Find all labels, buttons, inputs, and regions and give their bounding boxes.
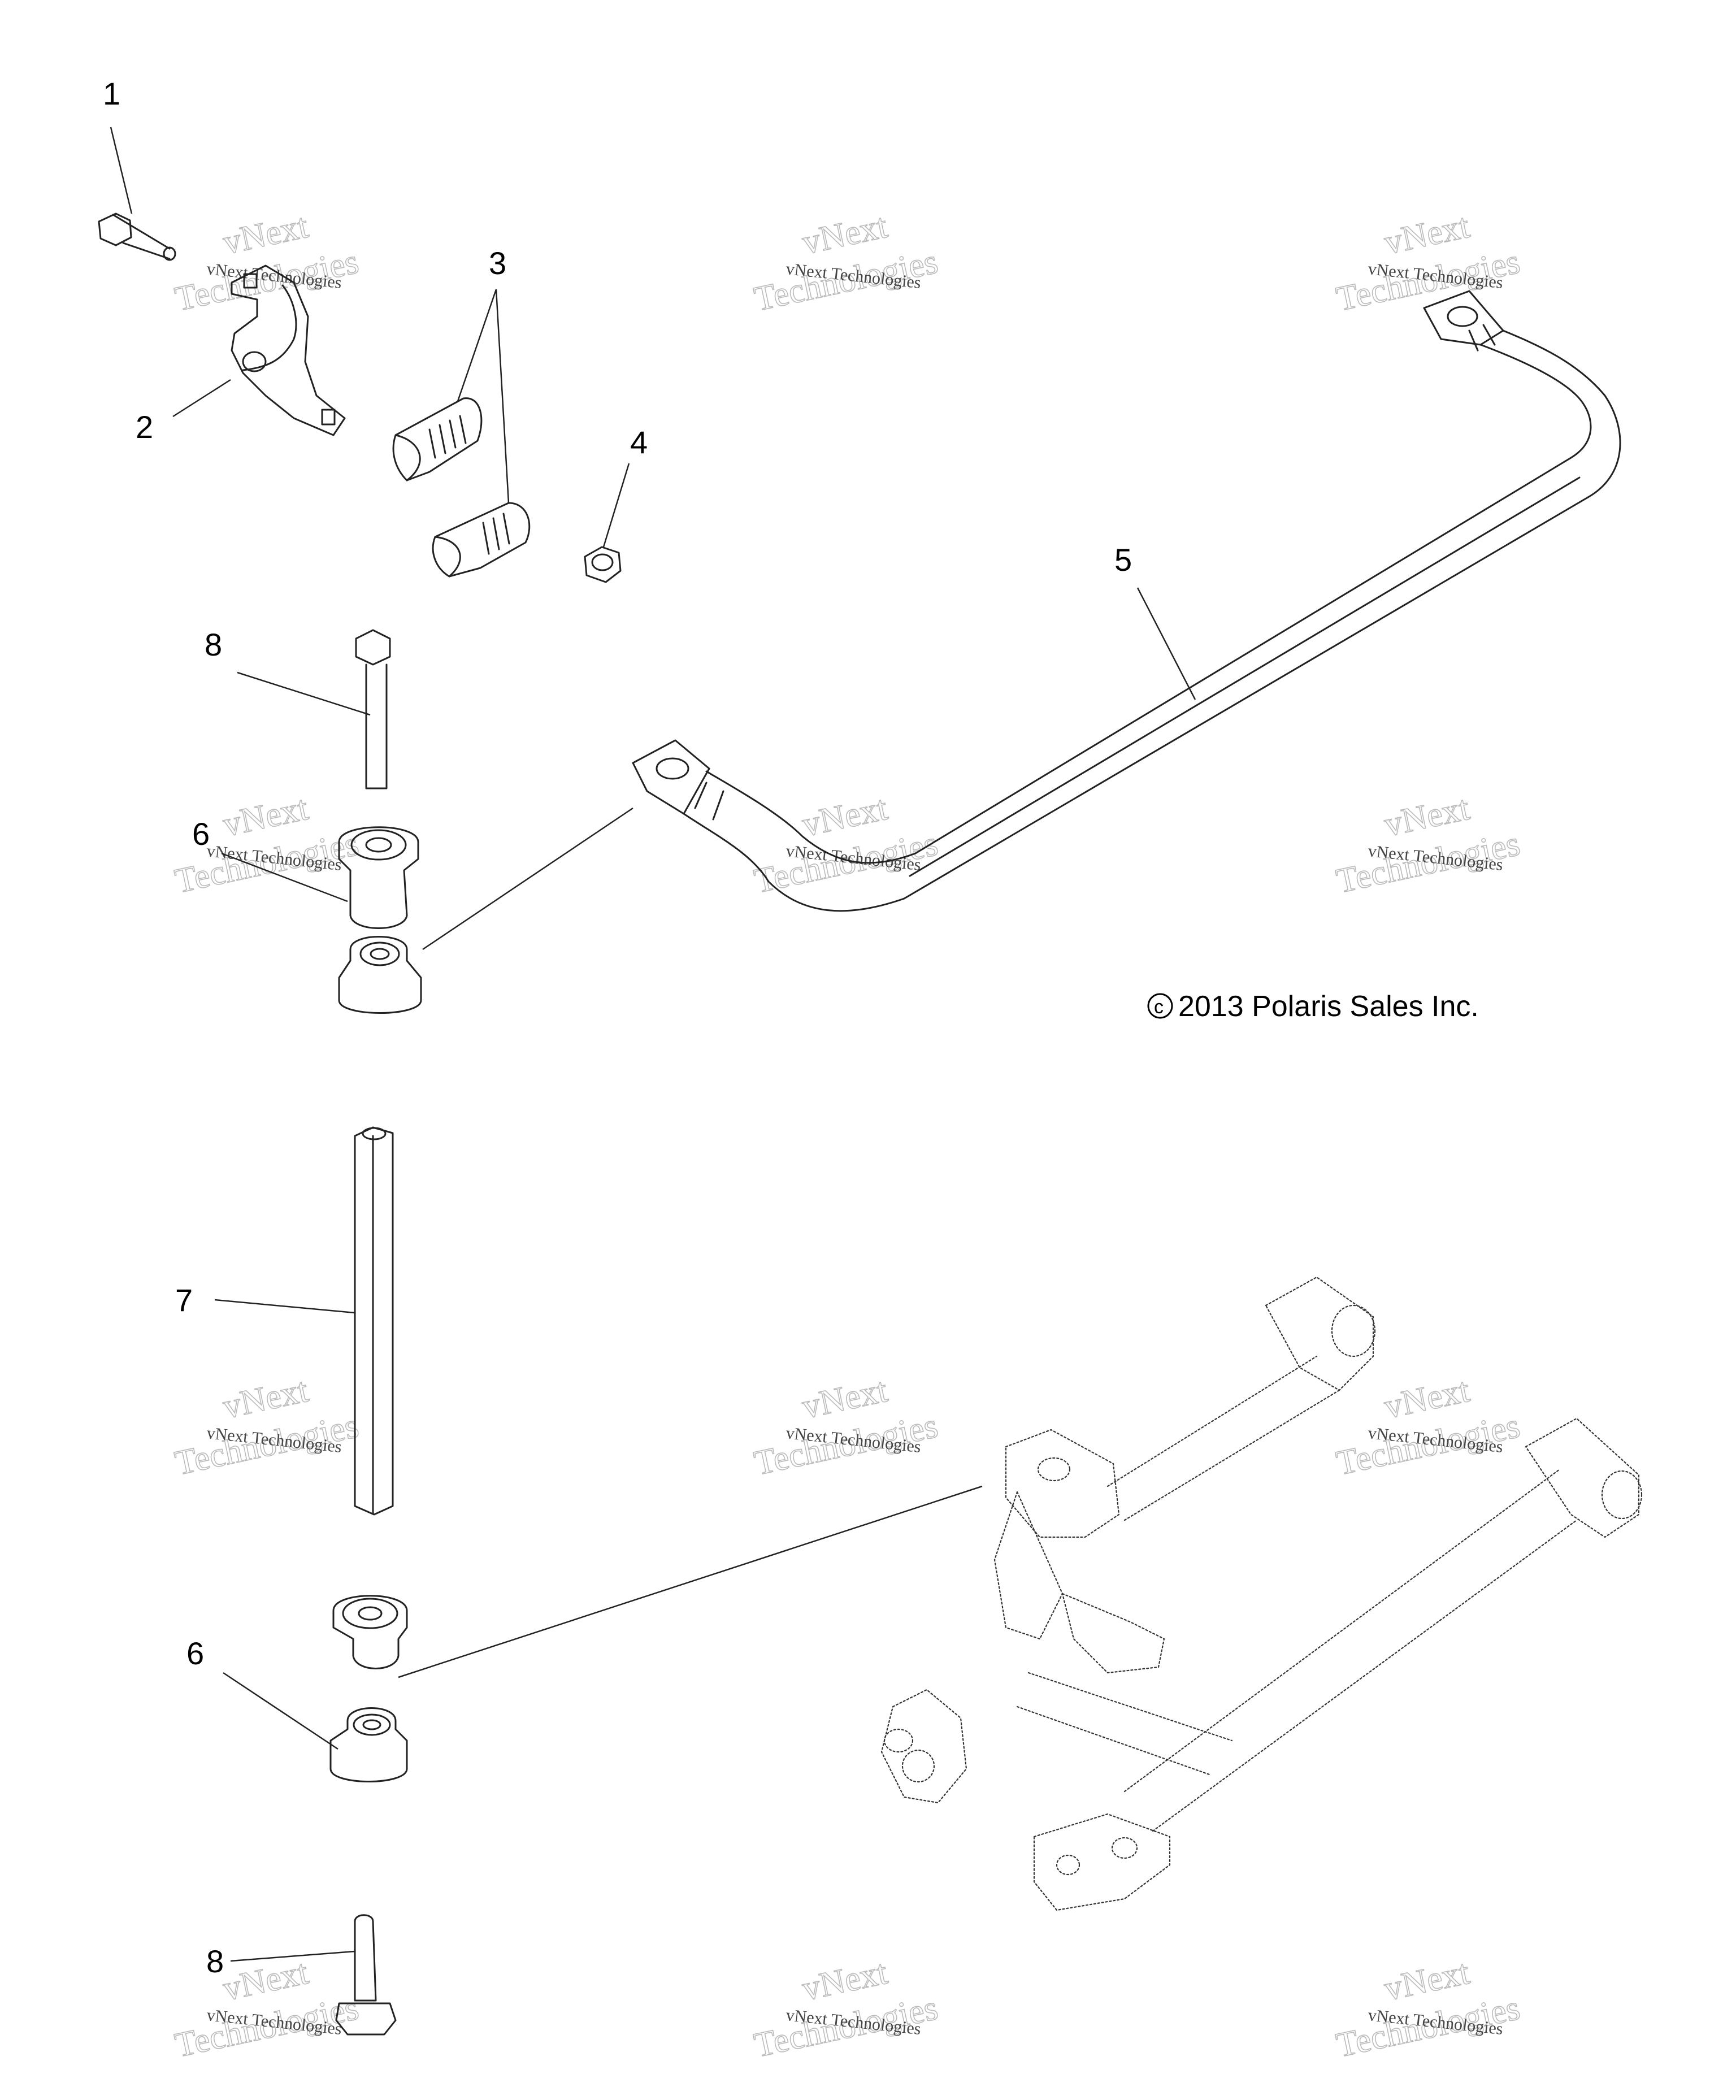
leader-3b [495, 289, 510, 504]
leader-4 [602, 463, 630, 548]
part-1-bolt [98, 212, 176, 261]
part-2-clamp [231, 264, 346, 436]
leader-8-lower [230, 1950, 355, 1962]
callout-1: 1 [103, 76, 120, 111]
callout-labels: 1 2 3 4 5 6 6 7 8 8 [103, 76, 1132, 1979]
leader-2 [172, 379, 231, 418]
part-8-bolt-upper [355, 629, 391, 789]
leader-arm-to-grommet [398, 1485, 983, 1678]
callout-5: 5 [1114, 542, 1132, 578]
leader-bar-to-grommet [422, 807, 633, 951]
callout-7: 7 [175, 1282, 193, 1318]
leader-5 [1136, 587, 1196, 700]
leader-7 [214, 1299, 355, 1314]
part-8-bolt-lower [335, 1914, 397, 2036]
part-4-nut [584, 546, 622, 583]
callout-6-upper: 6 [192, 816, 210, 852]
leader-lines [110, 127, 1196, 1962]
leader-3a [457, 289, 497, 402]
copyright-symbol: c [1154, 996, 1164, 1018]
part-6-grommet-lower-a [332, 1595, 408, 1669]
callout-2: 2 [136, 409, 153, 445]
part-6-grommet-lower-b [329, 1707, 408, 1782]
part-6-grommet-upper-a [338, 826, 419, 929]
copyright-text: 2013 Polaris Sales Inc. [1178, 990, 1479, 1023]
part-5-stabilizer-bar [632, 290, 1621, 912]
part-3-bushing-upper [392, 397, 483, 481]
leader-1 [110, 127, 133, 214]
part-3-bushing-lower [432, 502, 531, 578]
a-arm-reference [880, 1276, 1643, 1911]
part-7-link-rod [354, 1126, 394, 1516]
copyright-notice: c 2013 Polaris Sales Inc. [1147, 990, 1479, 1023]
leader-6-lower [223, 1672, 338, 1750]
leader-6-upper [221, 852, 348, 903]
callout-8-upper: 8 [205, 627, 222, 662]
callout-6-lower: 6 [186, 1635, 204, 1671]
copyright-circle-icon [1147, 993, 1173, 1019]
leader-8-upper [237, 671, 371, 716]
callout-3: 3 [489, 245, 506, 281]
callout-4: 4 [630, 424, 648, 460]
part-6-grommet-upper-b [338, 936, 422, 1014]
callout-8-lower: 8 [206, 1943, 224, 1979]
